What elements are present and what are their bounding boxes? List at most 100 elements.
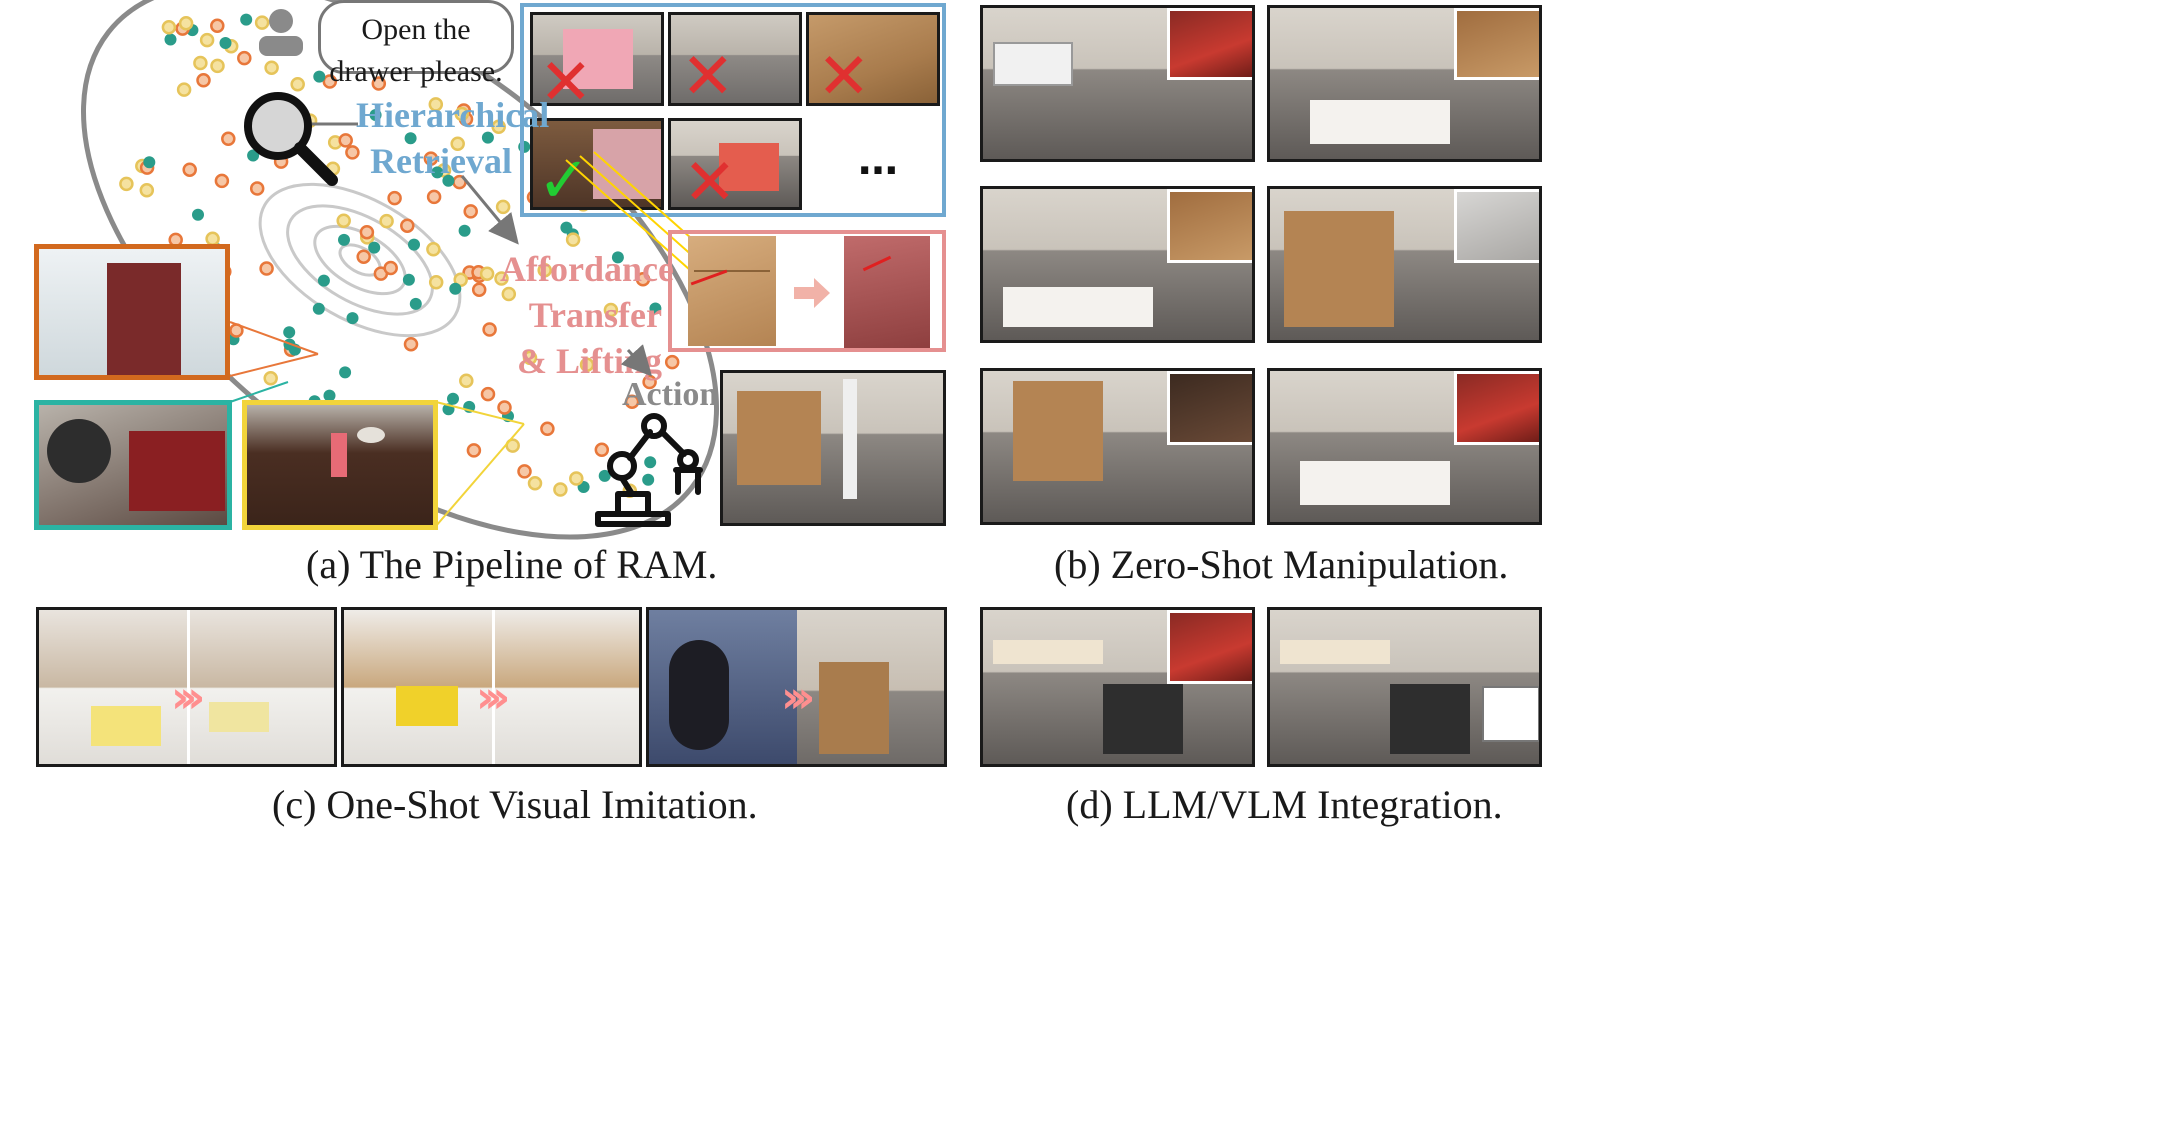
zero-shot-photo-microwave <box>980 5 1255 162</box>
memory-dot <box>431 166 444 179</box>
memory-dot <box>336 213 351 228</box>
imitation-pair-box: ››› <box>341 607 642 767</box>
memory-dot <box>312 302 325 315</box>
memory-dot <box>409 297 422 310</box>
user-icon <box>259 9 303 56</box>
memory-dot <box>428 275 444 290</box>
memory-dot <box>404 132 417 145</box>
memory-dot <box>458 224 471 237</box>
imitation-pair-tissue: ››› <box>36 607 337 767</box>
llm-integration-inset <box>1167 610 1252 684</box>
imitation-arrow-icon: ››› <box>171 672 206 723</box>
memory-dot <box>569 471 584 486</box>
memory-dot <box>338 233 350 246</box>
memory-dot <box>339 366 352 379</box>
memory-dot <box>426 189 442 205</box>
memory-dot <box>471 282 487 297</box>
memory-dot <box>192 208 204 221</box>
caption-b: (b) Zero-Shot Manipulation. <box>1054 542 1509 587</box>
zero-shot-photo-banana <box>980 186 1255 343</box>
memory-dot <box>237 50 252 66</box>
lifted-pointcloud-image <box>844 236 930 348</box>
memory-dot <box>501 286 517 302</box>
example-robot-cabinet-frame <box>34 400 232 530</box>
memory-dot <box>139 183 155 198</box>
llm-integration-photo-1 <box>980 607 1255 767</box>
affordance-frame <box>668 230 946 352</box>
memory-dot <box>346 312 359 325</box>
memory-dot <box>664 354 680 370</box>
example-fridge-frame <box>34 244 230 380</box>
memory-dot <box>369 109 382 121</box>
instruction-bubble: Open the drawer please. <box>318 0 514 88</box>
memory-dot <box>449 282 462 295</box>
memory-dot <box>379 213 394 229</box>
memory-dot <box>642 473 655 486</box>
zero-shot-photo-bowl <box>1267 5 1542 162</box>
memory-dot <box>553 482 568 497</box>
memory-dot <box>240 13 253 26</box>
retrieval-frame <box>520 3 946 217</box>
memory-dot <box>359 224 375 240</box>
retrieved-image-5: ✕ <box>668 118 802 210</box>
memory-dot <box>345 145 360 160</box>
zero-shot-photo-cabinet <box>1267 186 1542 343</box>
reject-icon: ✕ <box>683 146 737 210</box>
memory-dot <box>210 18 225 34</box>
memory-dot <box>383 260 398 276</box>
reject-icon: ✕ <box>539 46 593 106</box>
memory-dot <box>482 322 497 337</box>
memory-dot <box>219 37 232 49</box>
zero-shot-photo-drawer <box>980 368 1255 525</box>
memory-dot <box>603 302 619 318</box>
memory-dot <box>178 16 194 31</box>
memory-dot <box>387 190 402 206</box>
memory-dot <box>322 74 338 89</box>
zero-shot-inset <box>1454 371 1539 445</box>
memory-dot <box>221 131 236 147</box>
reject-icon: ✕ <box>817 40 871 106</box>
memory-dot <box>644 456 657 469</box>
memory-dot <box>527 476 543 491</box>
memory-dot <box>611 251 624 264</box>
memory-dot <box>119 176 134 192</box>
action-result-photo <box>720 370 946 526</box>
memory-dot <box>505 438 520 453</box>
memory-dot <box>491 119 506 135</box>
memory-dot <box>143 156 156 169</box>
memory-dot <box>199 32 215 48</box>
zero-shot-inset <box>1167 189 1252 263</box>
memory-dot <box>517 464 532 479</box>
zero-shot-inset <box>1454 8 1539 80</box>
memory-dot <box>447 392 459 405</box>
memory-dot <box>522 350 538 366</box>
memory-dot <box>480 386 496 402</box>
retrieved-image-3: ✕ <box>806 12 940 106</box>
drawer-cabinet-image <box>688 236 776 346</box>
action-label: Action <box>622 376 719 413</box>
memory-dot <box>649 302 662 315</box>
memory-dot <box>540 421 555 437</box>
caption-c: (c) One-Shot Visual Imitation. <box>272 782 758 827</box>
transfer-arrow-icon <box>794 278 830 308</box>
memory-dot <box>313 70 326 83</box>
memory-dot <box>635 272 651 287</box>
memory-dot <box>193 55 208 71</box>
memory-dot <box>481 131 494 144</box>
memory-dot <box>371 76 387 91</box>
memory-dot <box>283 326 296 339</box>
memory-dot <box>497 400 512 415</box>
memory-dot <box>264 60 279 75</box>
imitation-pair-cartoon: ››› <box>646 607 947 767</box>
robot-arm-icon <box>595 413 703 527</box>
memory-dot <box>450 136 465 152</box>
memory-dot <box>403 336 419 352</box>
memory-dot <box>423 151 439 166</box>
imitation-arrow-icon: ››› <box>781 672 816 723</box>
memory-dot <box>598 469 611 482</box>
memory-dot <box>466 443 482 458</box>
memory-dot <box>249 181 265 196</box>
magnifier-icon <box>244 92 338 186</box>
memory-dot <box>323 389 336 402</box>
memory-dot <box>479 266 495 281</box>
